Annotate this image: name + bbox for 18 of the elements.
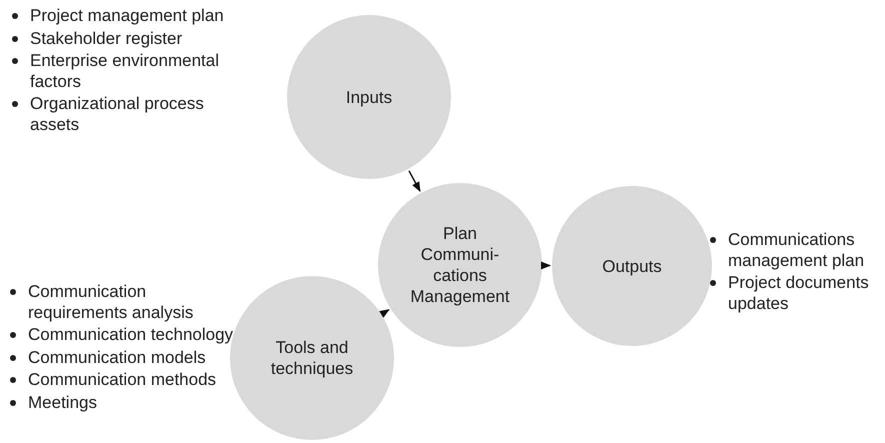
bullet-item: Communication technology <box>28 325 234 346</box>
bullet-item: Communication models <box>28 348 206 368</box>
bullet-item: Organizational process assets <box>30 94 205 135</box>
node-label: Tools and techniques <box>270 337 354 379</box>
node-label: Plan Communi-cations Management <box>409 223 511 307</box>
bullet-item: Stakeholder register <box>30 28 182 49</box>
bullet-item: Communications management plan <box>728 230 866 271</box>
bullet-item: Project documents updates <box>728 273 870 314</box>
bullet-item: Communication requirements analysis <box>28 282 194 323</box>
bullet-item: Project management plan <box>30 6 224 26</box>
arrow <box>379 309 390 318</box>
node-label: Inputs <box>344 86 394 108</box>
arrow <box>540 261 551 270</box>
bullet-item: Meetings <box>28 392 97 413</box>
bullet-item: Enterprise environmental factors <box>30 51 220 92</box>
bullet-item: Communication methods <box>28 370 216 390</box>
arrow <box>408 170 421 192</box>
node-label: Outputs <box>601 256 663 276</box>
